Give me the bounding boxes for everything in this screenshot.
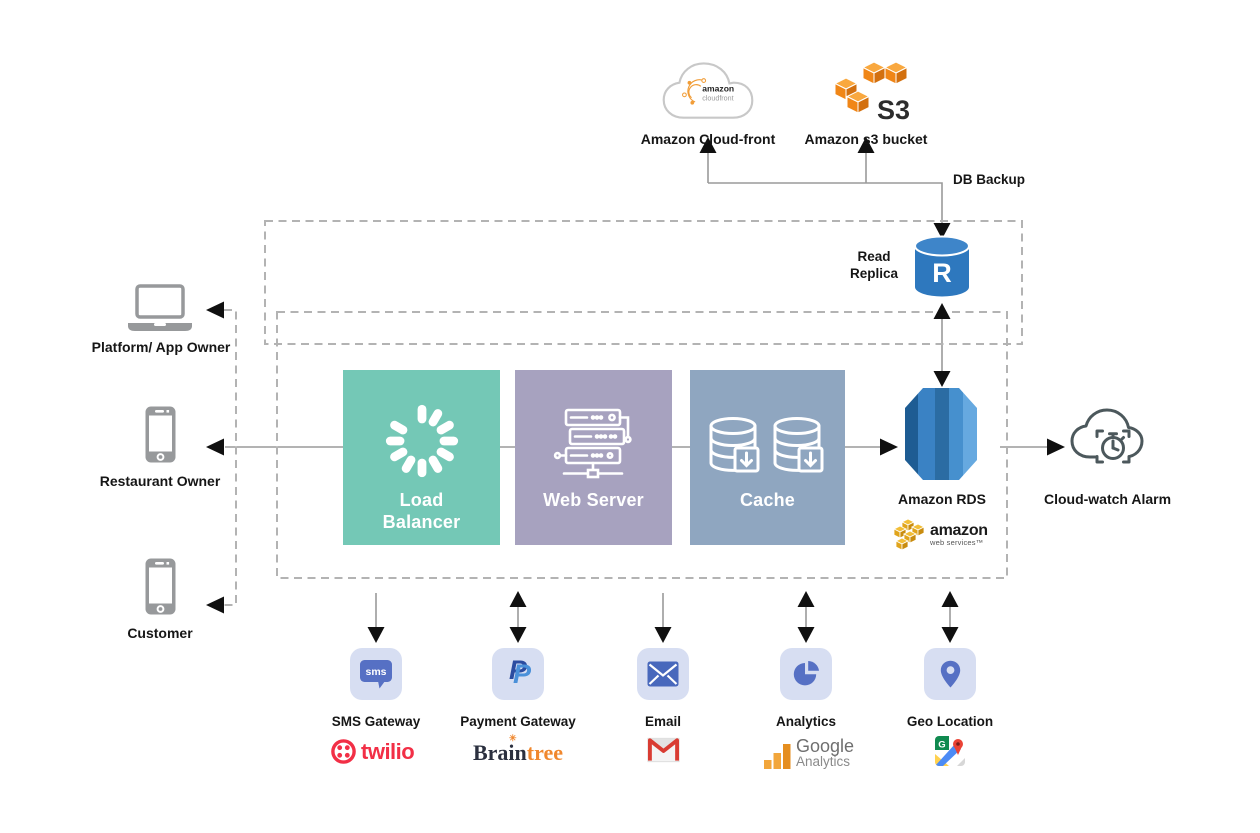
braintree-logo: ✳ Braintree: [450, 733, 586, 766]
google-analytics-wordmark-2: Analytics: [796, 754, 851, 770]
cloudfront-logo-subtext: cloudfront: [702, 95, 733, 103]
service-label-geo-location: Geo Location: [906, 714, 994, 729]
paypal-letter-back: P: [509, 655, 528, 685]
arrow-down-geo: [941, 627, 959, 643]
cloudwatch-alarm-icon: [1066, 404, 1148, 472]
sms-bubble-text: sms: [365, 666, 386, 678]
arrow-left-platform-owner: [206, 301, 224, 319]
twilio-wordmark: twilio: [361, 738, 415, 764]
braintree-wordmark-dark: Brain: [472, 740, 527, 765]
load-balancer-box: Load Balancer: [343, 370, 500, 545]
service-label-payment-gateway: Payment Gateway: [460, 714, 576, 729]
actor-label-customer: Customer: [127, 625, 193, 641]
aws-logo: amazon web services™: [893, 518, 988, 552]
map-pin-icon: [940, 660, 960, 688]
arrow-down-analytics: [797, 627, 815, 643]
maps-g-letter: G: [938, 740, 945, 751]
pie-chart-icon: [793, 661, 819, 686]
amazon-rds-icon: [905, 388, 977, 480]
envelope-icon: [647, 661, 679, 687]
db-backup-line: [708, 182, 943, 223]
arrow-left-restaurant: [206, 438, 224, 456]
cache-box: Cache: [690, 370, 845, 545]
read-replica-icon: R: [913, 234, 971, 302]
database-cache-icon: [709, 370, 827, 482]
paypal-icon: P P: [492, 648, 544, 700]
cloudfront-icon: amazon cloudfront: [658, 56, 758, 128]
arrow-down-replica: [933, 223, 951, 239]
email-tile: [637, 648, 689, 700]
service-label-sms-gateway: SMS Gateway: [331, 714, 421, 729]
smartphone-icon-restaurant-owner: [145, 406, 176, 463]
web-server-label: Web Server: [543, 490, 644, 510]
geo-location-tile: [924, 648, 976, 700]
service-label-analytics: Analytics: [775, 714, 837, 729]
amazon-rds-label: Amazon RDS: [898, 491, 986, 507]
analytics-tile: [780, 648, 832, 700]
s3-logo-text: S3: [877, 95, 910, 124]
read-replica-label: Read Replica: [838, 249, 910, 283]
arrow-down-payment: [509, 627, 527, 643]
read-replica-label-line2: Replica: [849, 265, 899, 281]
arrow-up-replica: [933, 303, 951, 319]
arrow-right-rds: [880, 438, 898, 456]
arrow-up-analytics: [797, 591, 815, 607]
arrow-left-customer: [206, 596, 224, 614]
google-analytics-wordmark-1: Google: [796, 736, 855, 756]
actor-label-restaurant-owner: Restaurant Owner: [99, 473, 221, 489]
arrow-up-cloudfront: [699, 137, 717, 153]
dashed-connectors: [224, 220, 1023, 606]
smartphone-icon-customer: [145, 558, 176, 615]
cloudfront-swirl: [687, 79, 704, 103]
s3-cubes: [833, 61, 909, 114]
payment-gateway-tile: P P: [492, 648, 544, 700]
cloudfront-logo-text: amazon: [702, 83, 734, 93]
cache-label: Cache: [739, 490, 796, 510]
arrow-up-payment: [509, 591, 527, 607]
load-balancer-label: Load Balancer: [383, 490, 461, 533]
cloudfront-label: Amazon Cloud-front: [640, 131, 776, 147]
db-backup-label: DB Backup: [953, 172, 1026, 187]
braintree-flower-icon: ✳: [508, 733, 517, 743]
sms-gateway-tile: sms: [350, 648, 402, 700]
load-balancer-label-line2: Balancer: [382, 511, 461, 532]
arrow-down-sms: [367, 627, 385, 643]
arrow-down-rds: [933, 371, 951, 387]
google-analytics-bars-icon: [764, 744, 791, 770]
read-replica-label-line1: Read: [857, 249, 891, 264]
arrow-up-s3: [857, 137, 875, 153]
service-label-email: Email: [644, 714, 682, 729]
twilio-icon: [331, 739, 356, 764]
braintree-wordmark-orange: tree: [526, 740, 564, 765]
spinner-icon: [381, 370, 463, 482]
paypal-letter-front: P: [513, 659, 532, 689]
aws-logo-subtext: web services™: [930, 538, 984, 548]
arrowheads: [206, 137, 1065, 643]
google-maps-logo: G: [934, 735, 966, 767]
actor-label-platform-owner: Platform/ App Owner: [91, 339, 231, 355]
twilio-logo: twilio: [330, 738, 415, 765]
cloudwatch-label: Cloud-watch Alarm: [1043, 491, 1172, 507]
load-balancer-label-line1: Load: [399, 490, 444, 510]
inner-dashed-zone: [276, 311, 1008, 579]
arrow-down-email: [654, 627, 672, 643]
outer-dashed-zone: [264, 220, 1023, 345]
replica-letter: R: [932, 258, 952, 288]
aws-logo-text: amazon: [930, 522, 988, 540]
owner-customer-dashed-line: [224, 309, 237, 606]
web-server-box: Web Server: [515, 370, 672, 545]
laptop-icon: [128, 284, 192, 334]
aws-cubes-icon: [893, 518, 925, 551]
arrow-right-cloudwatch: [1047, 438, 1065, 456]
sms-bubble-icon: sms: [360, 659, 392, 688]
server-stack-icon: [552, 370, 636, 482]
arrow-up-geo: [941, 591, 959, 607]
google-analytics-logo: Google Analytics: [764, 736, 855, 770]
gmail-logo: [647, 737, 680, 763]
cloudfront-swirl-dots: [682, 78, 707, 105]
s3-label: Amazon s3 bucket: [804, 131, 928, 147]
s3-bucket-icon: S3: [833, 60, 913, 124]
